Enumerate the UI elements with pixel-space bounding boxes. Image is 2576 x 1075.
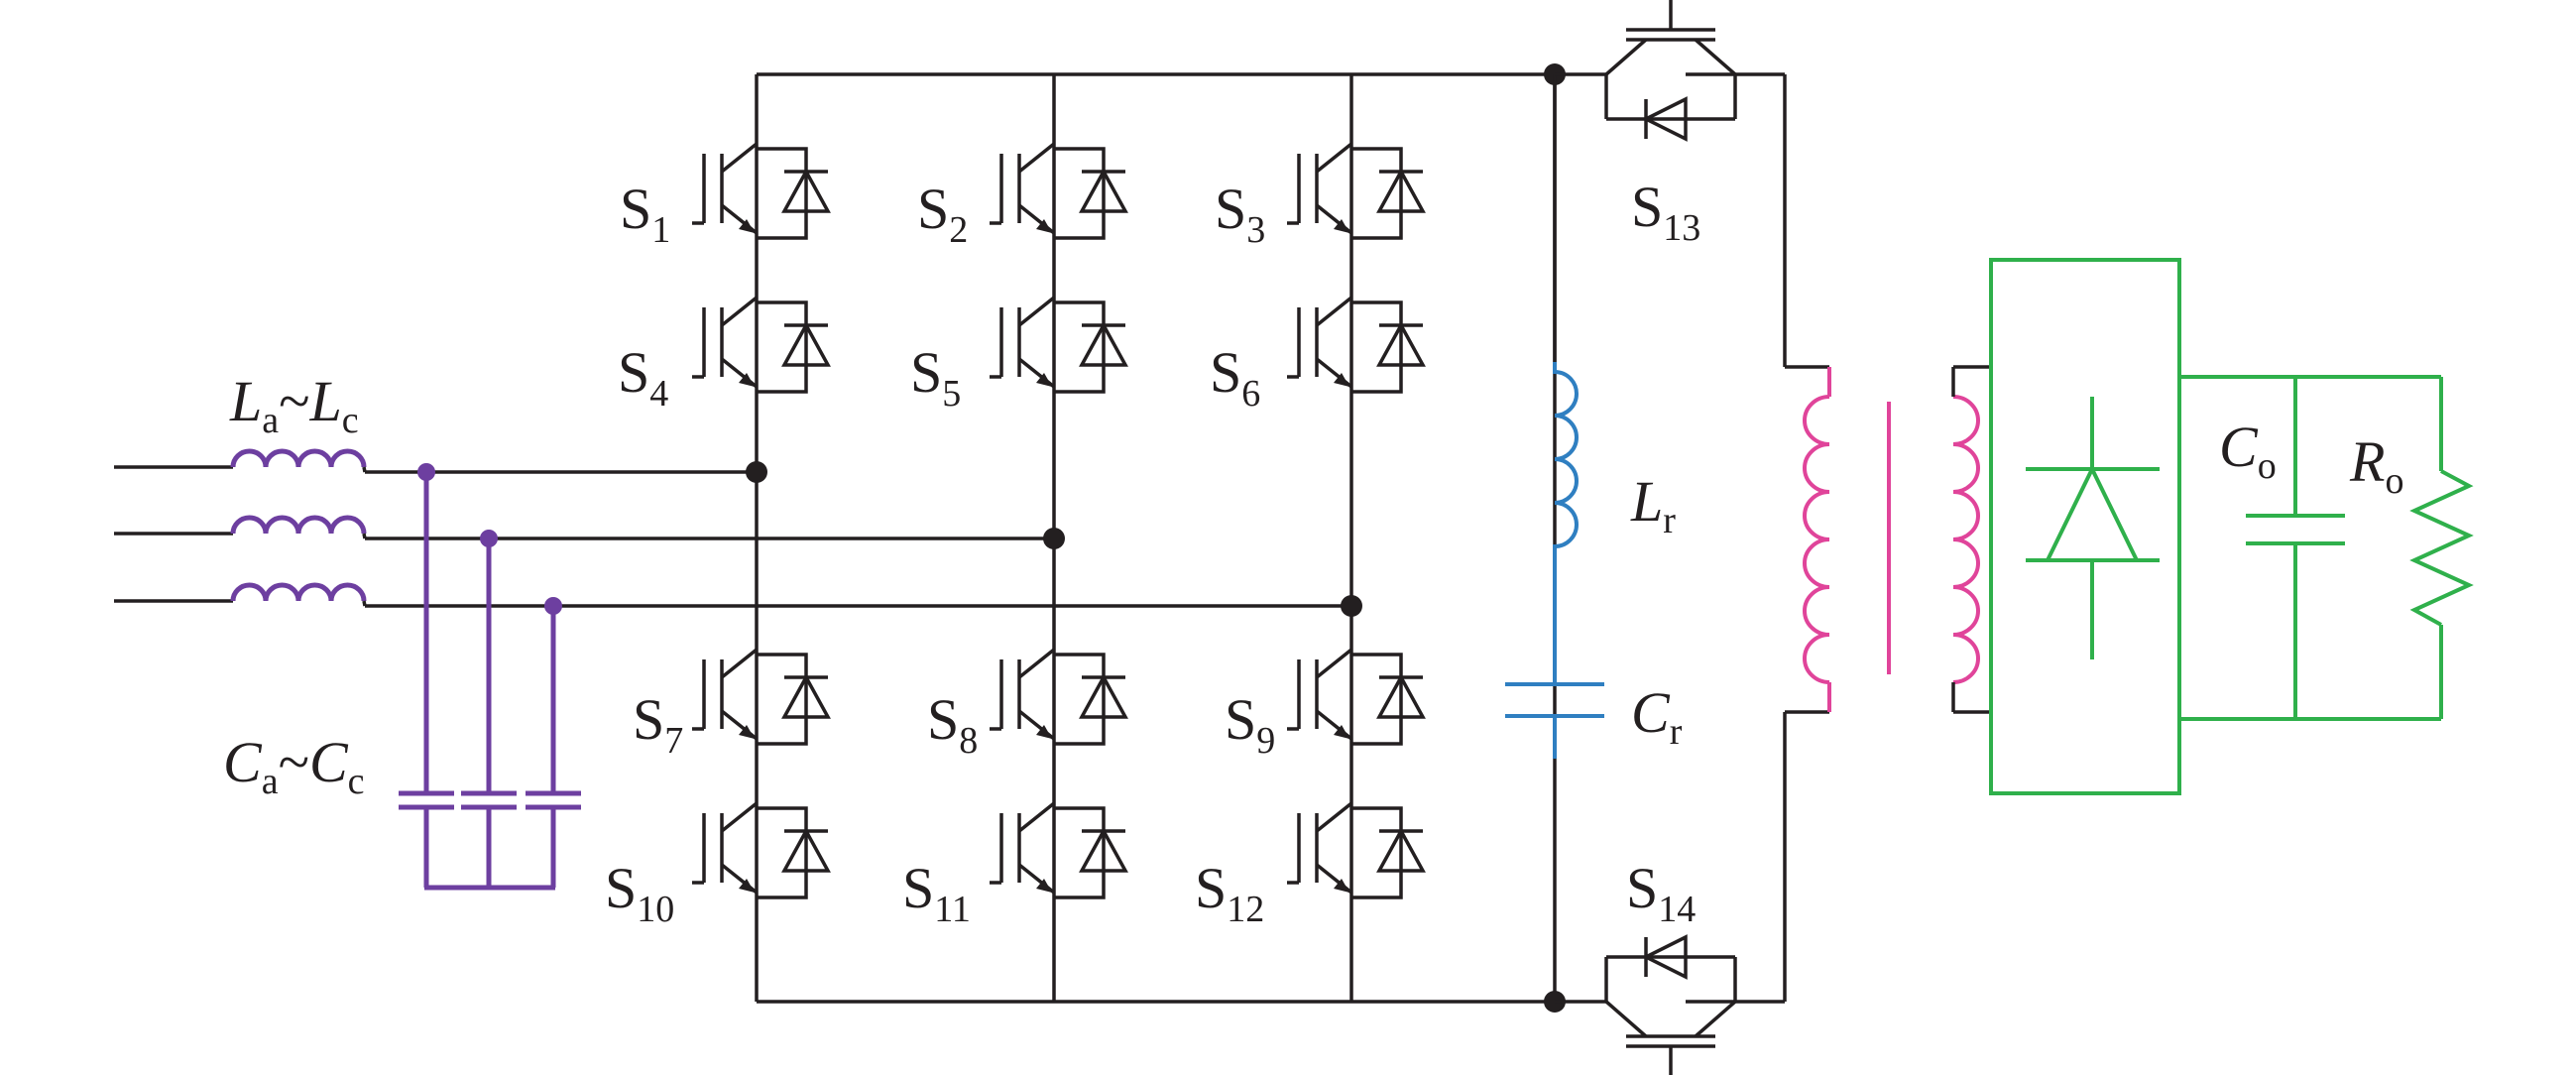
switch-label-s3: S3 — [1215, 177, 1265, 251]
switch-label-s10: S10 — [605, 856, 674, 930]
switch-s13 — [1555, 0, 1785, 142]
switch-label-s6: S6 — [1210, 340, 1260, 415]
resonant-capacitor-label: Cr — [1631, 680, 1683, 753]
output-capacitor-label: Co — [2219, 415, 2277, 487]
switch-s9 — [1287, 648, 1426, 746]
transformer — [1783, 74, 1991, 1002]
switch-s1 — [692, 142, 831, 240]
switch-label-s7: S7 — [633, 687, 683, 762]
input-capacitors — [399, 463, 581, 891]
switch-s2 — [990, 142, 1128, 240]
switch-s5 — [990, 296, 1128, 394]
switch-s7 — [692, 648, 831, 746]
bridge-switches — [692, 142, 1426, 899]
switch-label-s12: S12 — [1195, 856, 1264, 930]
resonant-tank — [1505, 74, 1604, 759]
switch-s11 — [990, 801, 1128, 899]
switch-label-s13: S13 — [1631, 175, 1700, 249]
switch-s3 — [1287, 142, 1426, 240]
switch-label-s8: S8 — [927, 687, 978, 762]
output-stage — [1989, 258, 2474, 795]
switch-s8 — [990, 648, 1128, 746]
input-inductors — [230, 448, 367, 607]
junction-dot — [1043, 528, 1065, 549]
switch-label-s2: S2 — [917, 177, 968, 251]
junction-dot — [544, 597, 562, 615]
switch-s6 — [1287, 296, 1426, 394]
switch-s14 — [1555, 934, 1785, 1075]
switch-s10 — [692, 801, 831, 899]
switch-label-s1: S1 — [620, 177, 670, 251]
inductor-coil — [230, 515, 367, 535]
resonant-inductor-label: Lr — [1630, 469, 1676, 541]
input-phase-lines — [114, 465, 1351, 608]
load-resistor-label: Ro — [2349, 429, 2403, 502]
inductor-coil — [230, 582, 367, 602]
switch-s4 — [692, 296, 831, 394]
switch-label-s11: S11 — [902, 856, 971, 930]
switch-label-s5: S5 — [910, 340, 961, 415]
junction-dot — [746, 461, 767, 483]
junction-dot — [1341, 595, 1362, 617]
input-inductor-label: La~Lc — [229, 369, 359, 441]
switch-s12 — [1287, 801, 1426, 899]
switch-label-s9: S9 — [1225, 687, 1275, 762]
switch-label-s14: S14 — [1626, 856, 1696, 930]
junction-dot — [417, 463, 435, 481]
input-capacitor-label: Ca~Cc — [223, 730, 365, 802]
inductor-coil — [230, 448, 367, 468]
junction-dot — [480, 530, 498, 547]
switch-label-s4: S4 — [618, 340, 668, 415]
